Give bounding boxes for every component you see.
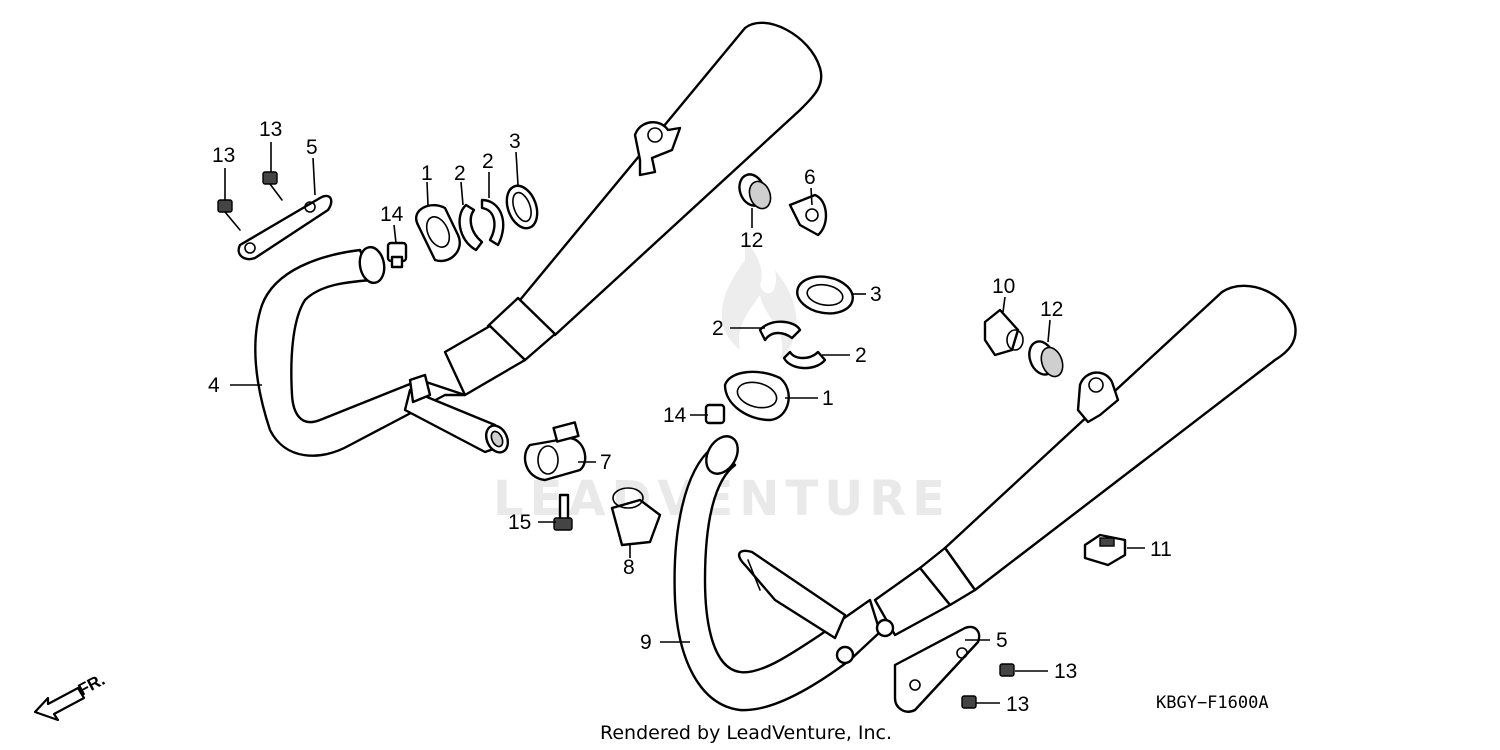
- callout-13: 13: [1006, 693, 1029, 716]
- callout-3: 3: [870, 283, 882, 306]
- split-collar-2-left-a: [458, 203, 484, 252]
- callout-9: 9: [640, 631, 652, 654]
- callout-8: 8: [623, 556, 635, 579]
- callout-13: 13: [1054, 660, 1077, 683]
- callout-5: 5: [996, 629, 1008, 652]
- callout-10: 10: [992, 275, 1015, 298]
- callout-12: 12: [740, 229, 763, 252]
- split-collar-2-left-b: [480, 198, 505, 247]
- diagram-code: KBGY−F1600A: [1156, 693, 1269, 713]
- gasket-3-right: [796, 275, 854, 315]
- callout-13: 13: [259, 118, 282, 141]
- right-muffler: [873, 284, 1297, 637]
- leader-lines: [224, 142, 1145, 704]
- callout-2: 2: [482, 150, 494, 173]
- bolt-13-upper-left: [217, 199, 241, 231]
- bolt-13-lower-b: [961, 695, 977, 709]
- callout-2: 2: [454, 162, 466, 185]
- bolt-15: [553, 493, 573, 531]
- footer-credit: Rendered by LeadVenture, Inc.: [600, 722, 892, 744]
- callout-2: 2: [855, 344, 867, 367]
- callout-3: 3: [509, 130, 521, 153]
- nut-14-right: [704, 403, 726, 425]
- bolt-13-upper-right: [262, 171, 283, 201]
- callout-11: 11: [1150, 538, 1172, 561]
- sleeve-8: [610, 487, 662, 547]
- right-exhaust-pipe: [673, 435, 895, 712]
- callout-5: 5: [306, 136, 318, 159]
- exhaust-joint-1-right: [723, 370, 790, 422]
- callout-7: 7: [600, 451, 612, 474]
- callout-14: 14: [380, 203, 404, 226]
- rubber-grommet-12-upper: [738, 173, 772, 210]
- clip-11: [1083, 533, 1127, 567]
- callout-4: 4: [208, 374, 220, 397]
- bolt-13-lower-a: [999, 663, 1015, 677]
- bracket-10: [983, 308, 1024, 357]
- callout-12: 12: [1040, 298, 1063, 321]
- heat-shield-plate-lower: [893, 625, 981, 713]
- exhaust-joint-1-left: [415, 203, 461, 263]
- left-muffler: [443, 21, 823, 397]
- left-exhaust-pipe: [254, 245, 510, 457]
- callout-1: 1: [822, 387, 834, 410]
- nut-14-left: [386, 241, 408, 269]
- callouts: 13 13 5 14 1 2 2 3 4 7 15 8 6 12 3 2 2 1…: [208, 118, 1172, 716]
- split-collar-2-right-b: [782, 350, 827, 370]
- callout-15: 15: [508, 511, 531, 534]
- gasket-3-left: [505, 184, 539, 230]
- callout-13: 13: [212, 144, 235, 167]
- split-collar-2-right-a: [758, 320, 802, 342]
- callout-2: 2: [712, 317, 724, 340]
- front-direction-arrow: FR.: [33, 670, 108, 722]
- bracket-6: [788, 193, 828, 237]
- rubber-grommet-12-lower: [1028, 340, 1064, 378]
- callout-6: 6: [804, 166, 816, 189]
- clamp-band-7: [523, 421, 587, 482]
- callout-1: 1: [421, 162, 433, 185]
- callout-14: 14: [663, 404, 687, 427]
- heat-shield-plate-upper: [237, 194, 333, 261]
